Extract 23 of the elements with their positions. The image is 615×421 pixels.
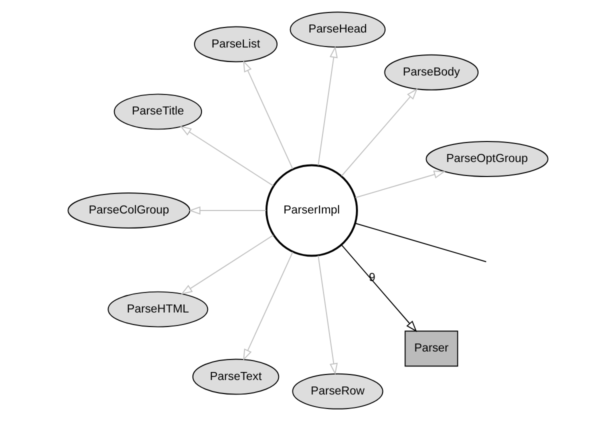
arrow — [317, 46, 338, 166]
arrow — [242, 60, 293, 170]
arrow — [188, 206, 266, 215]
arrow — [180, 234, 274, 295]
node-ellipse: ParseRow — [292, 373, 383, 410]
edge-label: 9 — [368, 270, 375, 284]
node-ellipse: ParseColGroup — [67, 192, 190, 228]
arrow — [340, 244, 417, 332]
node-ellipse: ParseBody — [384, 54, 478, 90]
arrow — [179, 126, 274, 186]
arrow — [317, 255, 338, 375]
node-box: Parser — [404, 330, 458, 367]
node-ellipse: ParseList — [194, 26, 278, 62]
node-circle: ParserImpl — [264, 164, 358, 257]
connector — [354, 222, 486, 262]
node-ellipse: ParseHTML — [107, 291, 208, 328]
node-ellipse: ParseTitle — [113, 94, 202, 130]
node-ellipse: ParseText — [192, 358, 279, 395]
arrow — [242, 252, 293, 361]
node-ellipse: ParseOptGroup — [425, 141, 548, 177]
arrow — [340, 88, 418, 176]
arrow — [354, 170, 446, 198]
node-ellipse: ParseHead — [289, 12, 386, 48]
